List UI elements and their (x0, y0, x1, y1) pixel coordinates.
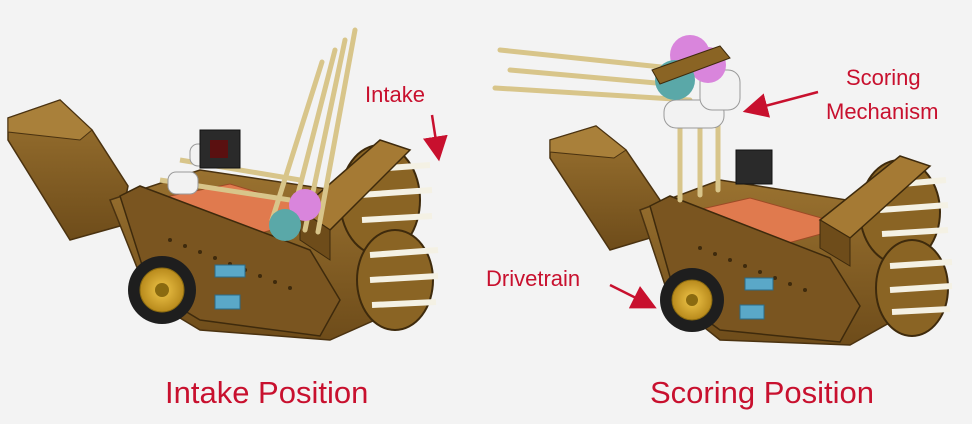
display-module (199, 129, 241, 169)
intake-position-caption: Intake Position (165, 375, 369, 410)
scoring-mechanism-arrow (742, 90, 819, 118)
intake-label: Intake (365, 82, 425, 107)
game-ball-teal (269, 209, 301, 241)
drivetrain-label: Drivetrain (486, 266, 581, 291)
intake-arrow (422, 114, 448, 162)
intake-position-robot (7, 27, 439, 341)
game-ball-pink (289, 189, 321, 221)
scoring-mechanism (492, 35, 741, 203)
drivetrain-arrow (609, 283, 657, 309)
scoring-mechanism-label-line1: Scoring (846, 65, 921, 90)
display-module (735, 149, 773, 185)
drive-wheel (660, 268, 724, 332)
scoring-position-robot (492, 35, 953, 346)
scoring-mechanism-label-line2: Mechanism (826, 99, 939, 124)
scoring-position-caption: Scoring Position (650, 375, 875, 410)
drive-wheel (128, 256, 196, 324)
